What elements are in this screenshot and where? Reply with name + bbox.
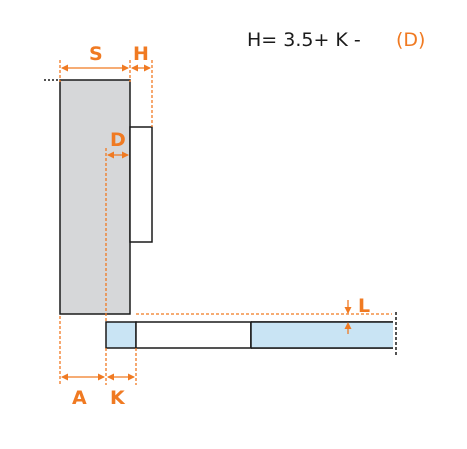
label-s: S (89, 43, 103, 65)
arrow-h-right (144, 64, 151, 72)
arrow-l-up (344, 322, 352, 329)
arrow-d-right (122, 151, 129, 159)
arrow-d-left (107, 151, 114, 159)
arrow-k-right (128, 373, 135, 381)
arrow-a-left (61, 373, 68, 381)
label-h: H (133, 43, 149, 65)
arrow-l-down (344, 307, 352, 314)
formula-text: H= 3.5+ K - (247, 29, 361, 51)
label-d: D (110, 129, 126, 151)
arrowheads (61, 64, 352, 381)
arrow-h-left (131, 64, 138, 72)
label-k: K (110, 387, 126, 409)
arrow-k-left (107, 373, 114, 381)
frame-middle-section (135, 321, 252, 349)
frame-left-section (105, 321, 137, 349)
arrow-a-right (98, 373, 105, 381)
arrow-s-left (61, 64, 68, 72)
formula-suffix: (D) (396, 29, 425, 51)
label-l: L (358, 295, 370, 317)
arrow-s-right (122, 64, 129, 72)
hinge-plate (129, 126, 153, 243)
label-a: A (72, 387, 87, 409)
frame-right-fill (251, 322, 393, 348)
door-panel (59, 79, 131, 315)
frame-right-outline (250, 321, 393, 349)
